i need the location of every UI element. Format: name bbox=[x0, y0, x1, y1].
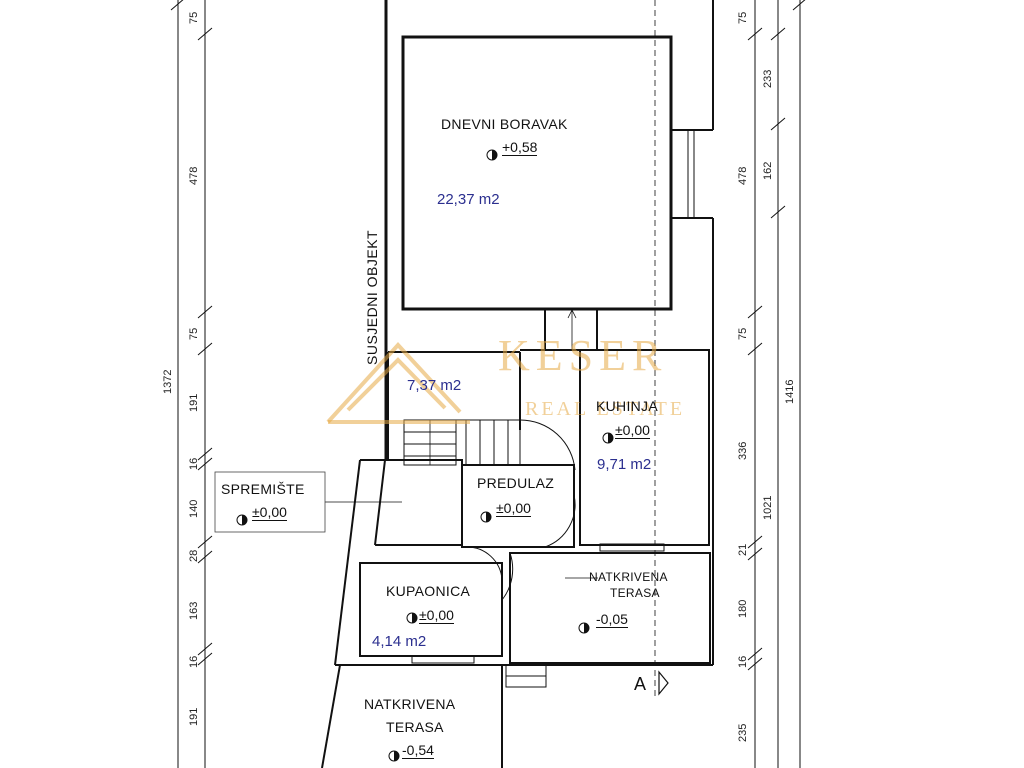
dim-right-235: 235 bbox=[737, 723, 749, 742]
dim-right-16: 16 bbox=[737, 655, 749, 668]
level-spremiste: ±0,00 bbox=[252, 504, 287, 521]
room-name-dnevni-boravak: DNEVNI BORAVAK bbox=[441, 116, 568, 132]
area-dnevni-boravak: 22,37 m2 bbox=[437, 191, 500, 208]
area-kuhinja: 9,71 m2 bbox=[597, 456, 652, 473]
level-predulaz: ±0,00 bbox=[496, 500, 531, 517]
dim-right-75: 75 bbox=[737, 327, 749, 340]
level-marker-icon bbox=[236, 514, 248, 526]
dim-right-outer-162: 162 bbox=[762, 161, 774, 180]
level-terasa-bottom: -0,54 bbox=[402, 742, 434, 759]
dim-right-total: 1416 bbox=[784, 379, 796, 404]
room-spremiste bbox=[374, 459, 463, 546]
dim-left-16: 16 bbox=[188, 457, 200, 470]
dim-left-75-top: 75 bbox=[188, 11, 200, 24]
area-stair-room: 7,37 m2 bbox=[407, 377, 462, 394]
dim-right-336: 336 bbox=[737, 441, 749, 460]
dim-left-75: 75 bbox=[188, 327, 200, 340]
level-marker-icon bbox=[406, 612, 418, 624]
dim-right-180: 180 bbox=[737, 599, 749, 618]
dim-left-478: 478 bbox=[188, 166, 200, 185]
level-dnevni-boravak: +0,58 bbox=[502, 139, 538, 156]
level-marker-icon bbox=[578, 622, 590, 634]
room-name-terasa-right-1: NATKRIVENA bbox=[589, 570, 668, 584]
neighbour-building-label: SUSJEDNI OBJEKT bbox=[364, 229, 380, 365]
room-name-spremiste: SPREMIŠTE bbox=[221, 481, 305, 497]
level-marker-icon bbox=[602, 432, 614, 444]
room-kuhinja bbox=[579, 349, 710, 546]
watermark-subtitle: REAL ESTATE bbox=[525, 398, 686, 420]
room-name-kupaonica: KUPAONICA bbox=[386, 583, 471, 599]
level-kupaonica: ±0,00 bbox=[419, 607, 454, 624]
level-marker-icon bbox=[388, 750, 400, 762]
room-name-terasa-bottom-2: TERASA bbox=[386, 719, 444, 735]
dim-left-total: 1372 bbox=[162, 369, 174, 394]
room-name-kuhinja: KUHINJA bbox=[596, 398, 658, 414]
dim-left-191b: 191 bbox=[188, 707, 200, 726]
dim-left-140: 140 bbox=[188, 499, 200, 518]
dim-right-outer-1021: 1021 bbox=[762, 495, 774, 520]
dim-right-21: 21 bbox=[737, 543, 749, 556]
dim-left-163: 163 bbox=[188, 601, 200, 620]
level-marker-icon bbox=[480, 511, 492, 523]
room-name-terasa-bottom-1: NATKRIVENA bbox=[364, 696, 456, 712]
dim-left-28: 28 bbox=[188, 549, 200, 562]
level-terasa-right: -0,05 bbox=[596, 611, 628, 628]
room-name-terasa-right-2: TERASA bbox=[610, 586, 660, 600]
watermark-brand: KESER bbox=[498, 331, 668, 380]
level-kuhinja: ±0,00 bbox=[615, 422, 650, 439]
room-dnevni-boravak bbox=[401, 35, 673, 311]
area-kupaonica: 4,14 m2 bbox=[372, 633, 427, 650]
watermark-logo bbox=[326, 342, 470, 424]
level-marker-icon bbox=[486, 149, 498, 161]
dim-right-outer-233: 233 bbox=[762, 69, 774, 88]
dim-left-191: 191 bbox=[188, 393, 200, 412]
dim-right-478: 478 bbox=[737, 166, 749, 185]
spremiste-label-box bbox=[214, 471, 326, 533]
room-natkrivena-terasa-right bbox=[509, 552, 711, 664]
dim-right-75-top: 75 bbox=[737, 11, 749, 24]
room-name-predulaz: PREDULAZ bbox=[477, 475, 555, 491]
section-marker-arrow bbox=[658, 670, 669, 696]
section-marker-label: A bbox=[634, 674, 647, 694]
dim-left-16b: 16 bbox=[188, 655, 200, 668]
